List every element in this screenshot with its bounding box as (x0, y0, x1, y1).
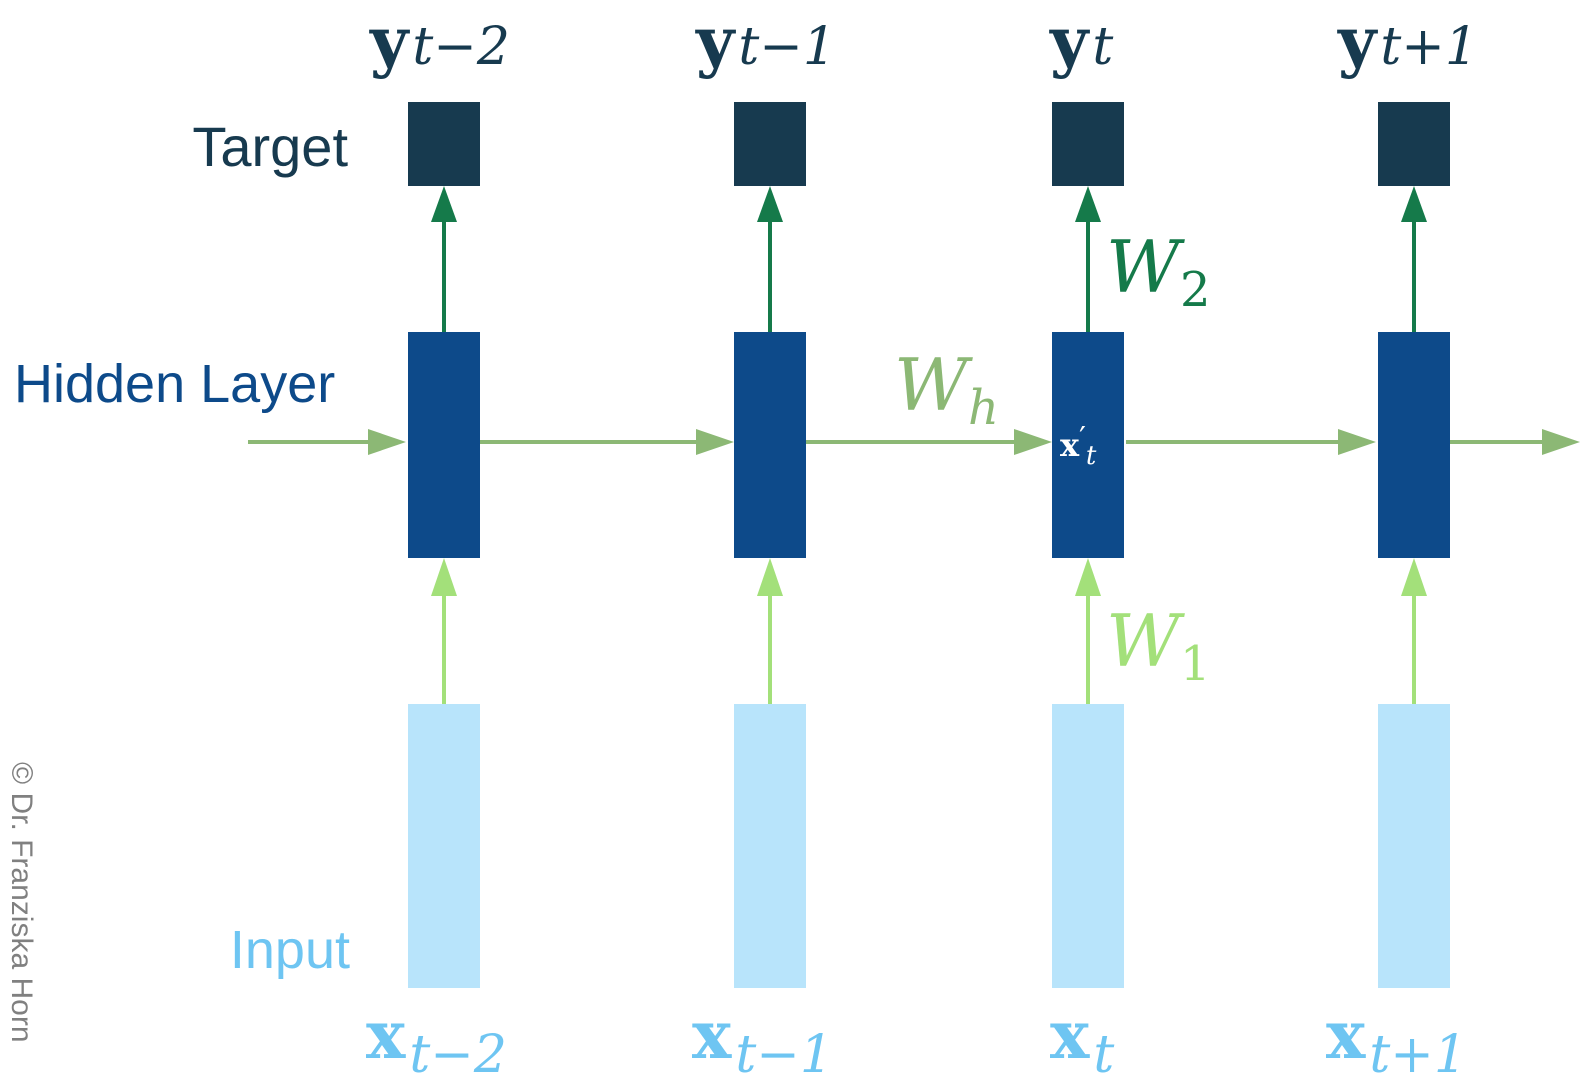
y-label-3: yt (1049, 2, 1113, 80)
target-box (1052, 102, 1124, 186)
hidden-row-label: Hidden Layer (14, 354, 335, 414)
x-label-2: xt−1 (692, 996, 833, 1085)
input-box (1052, 704, 1124, 988)
output-arrow (431, 186, 457, 332)
recurrent-arrow-out (1448, 429, 1580, 455)
input-arrow (757, 558, 783, 704)
y-label-1: yt−2 (369, 2, 510, 80)
y-label-2: yt−1 (695, 2, 836, 80)
timestep-column-1 (408, 102, 480, 988)
weight-label-wh: Wh (894, 343, 999, 436)
target-row-label: Target (192, 115, 348, 178)
weight-label-w1: W1 (1106, 599, 1211, 692)
input-arrow (1401, 558, 1427, 704)
recurrent-arrow-3 (1126, 429, 1376, 455)
x-label-3: xt (1050, 996, 1114, 1085)
x-label-4: xt+1 (1326, 996, 1467, 1085)
input-box (408, 704, 480, 988)
input-arrow (431, 558, 457, 704)
timestep-column-4 (1378, 102, 1450, 988)
weight-label-w2: W2 (1106, 225, 1211, 318)
output-arrow (757, 186, 783, 332)
output-arrow (1075, 186, 1101, 332)
hidden-box (408, 332, 480, 558)
hidden-box (1378, 332, 1450, 558)
y-label-4: yt+1 (1337, 2, 1478, 80)
target-box (1378, 102, 1450, 186)
hidden-state-label: x′t (1060, 421, 1097, 471)
timestep-column-2 (734, 102, 806, 988)
input-arrow (1075, 558, 1101, 704)
recurrent-arrow-2 (804, 429, 1052, 455)
x-label-1: xt−2 (366, 996, 507, 1085)
copyright-text: © Dr. Franziska Horn (5, 762, 38, 1043)
hidden-box (734, 332, 806, 558)
input-box (734, 704, 806, 988)
output-arrow (1401, 186, 1427, 332)
recurrent-arrows (248, 429, 1580, 455)
target-box (408, 102, 480, 186)
input-box (1378, 704, 1450, 988)
hidden-box (1052, 332, 1124, 558)
recurrent-arrow-in (248, 429, 406, 455)
recurrent-arrow-1 (476, 429, 734, 455)
input-row-label: Input (230, 920, 350, 980)
timestep-column-3 (1052, 102, 1124, 988)
target-box (734, 102, 806, 186)
